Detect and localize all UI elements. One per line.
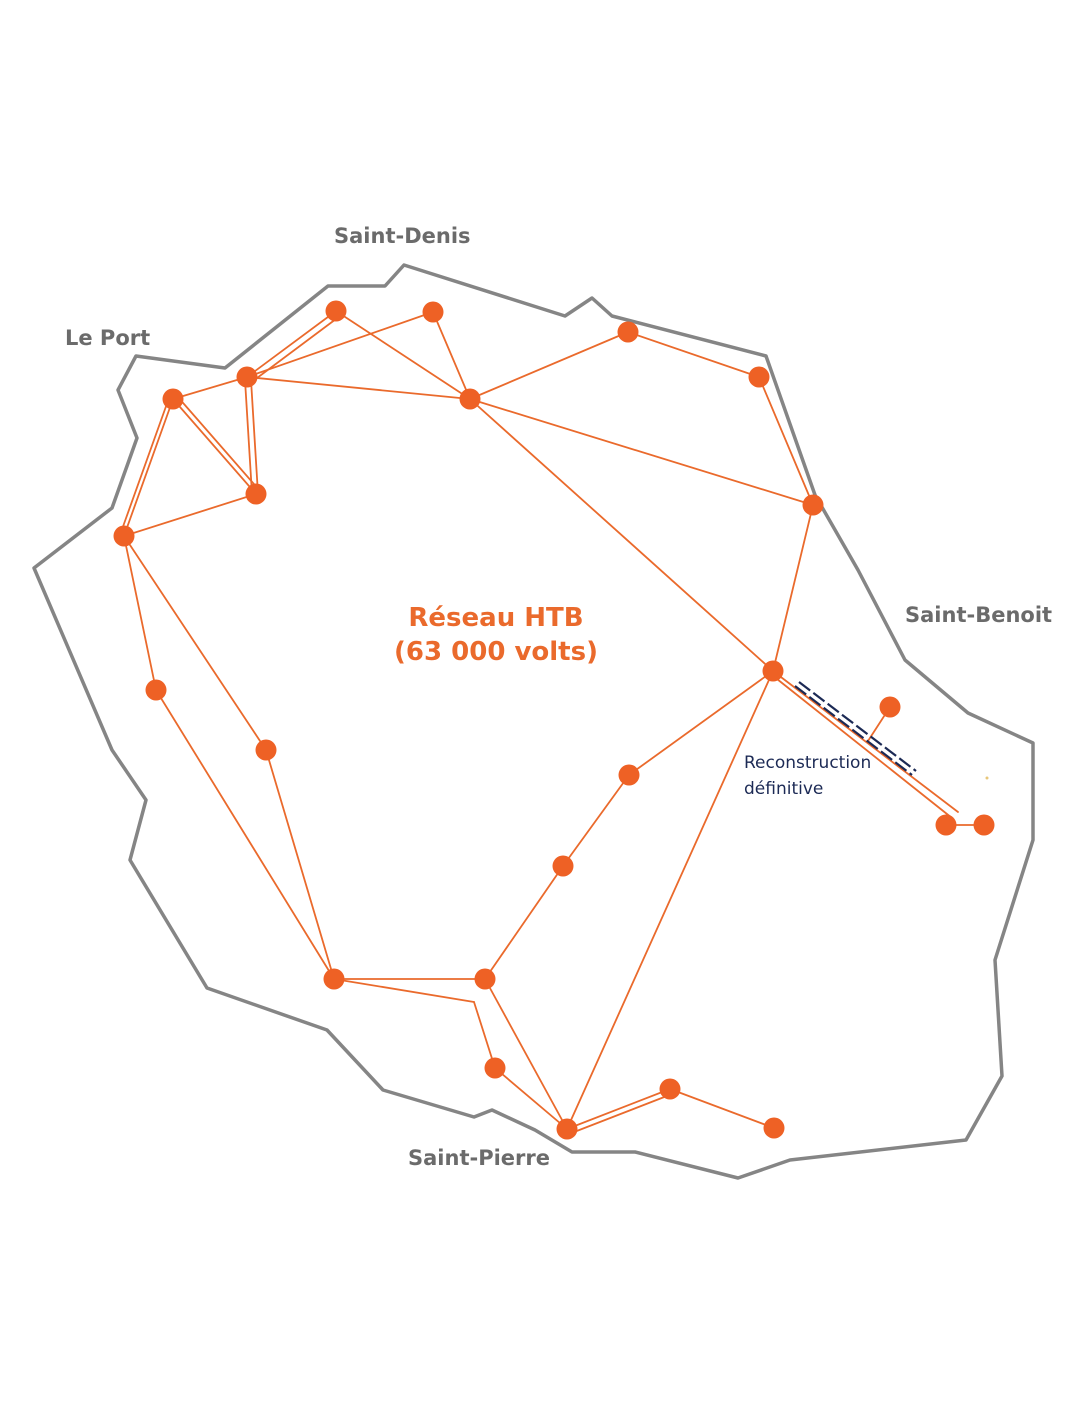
substation-node (659, 1078, 681, 1100)
power-line (484, 865, 564, 980)
annotation-line1: Reconstruction (744, 753, 872, 773)
power-line (484, 978, 568, 1130)
network-title-line2: (63 000 volts) (394, 637, 598, 667)
power-line (758, 376, 814, 506)
substation-node (145, 679, 167, 701)
power-line (172, 376, 248, 400)
marker-dot (985, 776, 989, 780)
city-label-saint-denis: Saint-Denis (334, 224, 471, 248)
city-label-saint-pierre: Saint-Pierre (408, 1146, 550, 1170)
power-line (669, 1088, 775, 1129)
reconstruction-line (794, 681, 917, 776)
power-line (568, 1093, 673, 1135)
power-line (176, 395, 261, 492)
power-line (772, 504, 814, 672)
substation-node (245, 483, 267, 505)
power-line (246, 376, 471, 400)
substation-node (618, 764, 640, 786)
power-line (333, 978, 475, 1003)
substation-node (879, 696, 901, 718)
power-line (123, 398, 174, 537)
power-line (246, 311, 434, 378)
power-line (473, 1001, 496, 1069)
power-line (119, 397, 170, 536)
power-line (562, 774, 630, 867)
island-coastline (32, 263, 1035, 1180)
substation-node (113, 525, 135, 547)
annotation-line2: définitive (744, 779, 824, 799)
power-line (776, 678, 953, 819)
substation-node (748, 366, 770, 388)
substation-node (459, 388, 481, 410)
substations (113, 300, 995, 1140)
substation-node (255, 739, 277, 761)
network-title: Réseau HTB (63 000 volts) (376, 601, 616, 669)
substation-node (762, 660, 784, 682)
reconstruction-line (798, 681, 917, 772)
power-line (469, 331, 629, 400)
network-title-line1: Réseau HTB (408, 603, 584, 633)
substation-node (802, 494, 824, 516)
substation-node (763, 1117, 785, 1139)
power-line (246, 310, 337, 378)
power-line (123, 535, 157, 691)
power-line (432, 311, 471, 400)
substation-node (474, 968, 496, 990)
power-line (469, 398, 774, 672)
power-line (566, 1088, 671, 1130)
substation-node (236, 366, 258, 388)
power-line (628, 670, 774, 776)
power-line (123, 493, 257, 537)
power-line (494, 1067, 568, 1130)
city-label-le-port: Le Port (65, 326, 151, 350)
substation-node (552, 855, 574, 877)
power-line (244, 379, 253, 495)
reconstruction-annotation: Reconstruction définitive (744, 750, 871, 802)
power-line (566, 670, 774, 1130)
power-line (172, 398, 257, 495)
power-line (335, 310, 471, 400)
city-label-saint-benoit: Saint-Benoit (905, 603, 1053, 627)
power-line (155, 689, 335, 980)
reconstruction-line (794, 685, 913, 776)
power-line (123, 535, 267, 751)
substation-node (973, 814, 995, 836)
substation-node (617, 321, 639, 343)
power-line (250, 379, 259, 495)
substation-node (484, 1057, 506, 1079)
power-line (627, 331, 760, 378)
substation-node (422, 301, 444, 323)
substation-node (162, 388, 184, 410)
power-line (469, 398, 814, 506)
substation-node (935, 814, 957, 836)
substation-node (325, 300, 347, 322)
substation-node (556, 1118, 578, 1140)
power-line (772, 670, 959, 813)
power-lines (119, 310, 985, 1135)
substation-node (323, 968, 345, 990)
power-line (265, 749, 335, 980)
